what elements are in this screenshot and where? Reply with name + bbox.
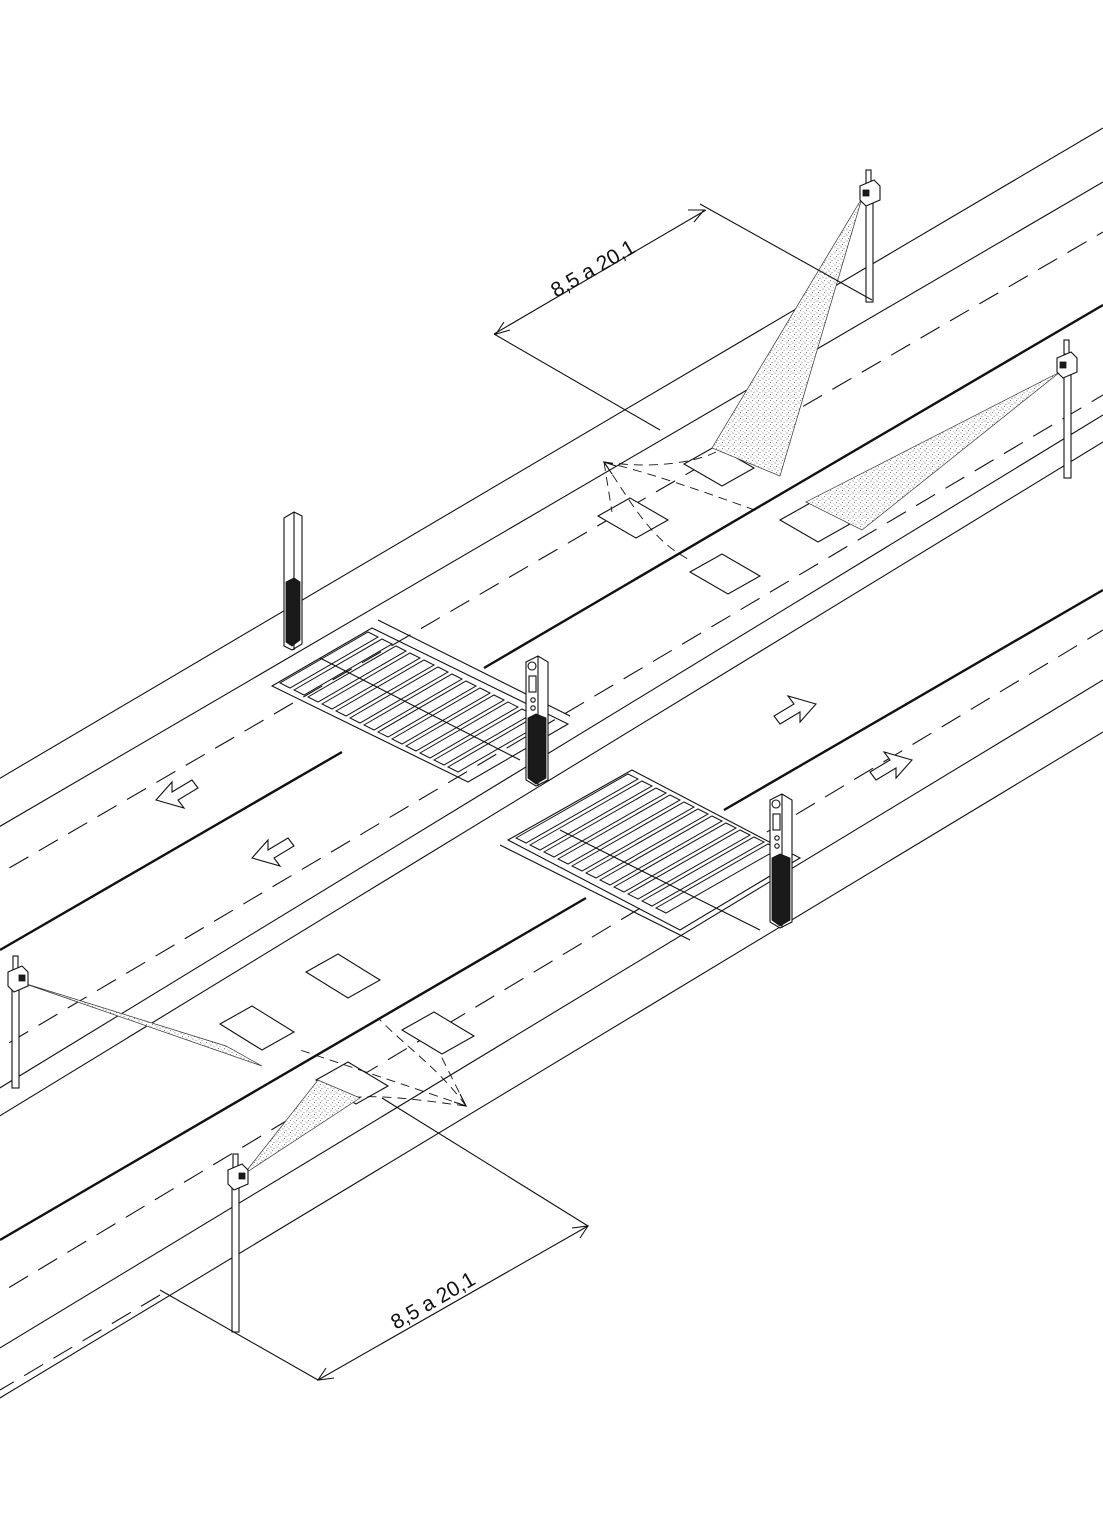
road-edge-lines bbox=[0, 127, 1103, 1399]
pushbutton-post-right bbox=[769, 793, 793, 929]
detection-zone bbox=[400, 1011, 476, 1055]
crosswalk-lower-stripes bbox=[514, 773, 780, 914]
detection-zone bbox=[596, 497, 670, 539]
sensor-cones bbox=[19, 197, 1061, 1175]
sensor-cone-right bbox=[805, 371, 1061, 531]
crosswalk-upper-stripes bbox=[278, 631, 548, 773]
sensor-pole-bottom bbox=[227, 1153, 249, 1333]
pushbutton-post-center bbox=[525, 655, 549, 787]
arrow-left-upper-icon bbox=[155, 779, 199, 809]
detection-zone bbox=[682, 445, 756, 487]
detection-paths bbox=[299, 451, 761, 1107]
dimension-lower: 8,5 a 20,1 bbox=[159, 1097, 590, 1381]
dimension-label-upper: 8,5 a 20,1 bbox=[547, 236, 639, 303]
sensor-cone-left bbox=[19, 981, 263, 1067]
sensor-pole-left bbox=[7, 955, 29, 1089]
lane-center-lines bbox=[0, 303, 1103, 1242]
detection-zone bbox=[688, 553, 762, 595]
arrow-right-upper-icon bbox=[773, 695, 817, 725]
sensor-cone-bottom bbox=[243, 1079, 361, 1175]
dimension-label-lower: 8,5 a 20,1 bbox=[387, 1268, 479, 1335]
crosswalk-upper bbox=[270, 619, 571, 783]
sensor-pole-top bbox=[859, 169, 881, 303]
sensor-pole-right bbox=[1056, 339, 1078, 479]
arrow-left-lower-icon bbox=[251, 837, 295, 867]
crosswalk-lower bbox=[499, 769, 802, 941]
dashed-lane-lines bbox=[0, 231, 1103, 1391]
detection-zone bbox=[304, 953, 382, 999]
sensor-cone-top bbox=[711, 197, 863, 477]
pushbutton-icon bbox=[771, 799, 781, 809]
direction-arrows bbox=[155, 695, 913, 867]
detection-zones bbox=[218, 445, 852, 1105]
arrow-right-lower-icon bbox=[869, 751, 913, 781]
bollard-left bbox=[283, 511, 303, 651]
detection-zone bbox=[218, 1005, 296, 1051]
pushbutton-icon bbox=[527, 661, 537, 671]
